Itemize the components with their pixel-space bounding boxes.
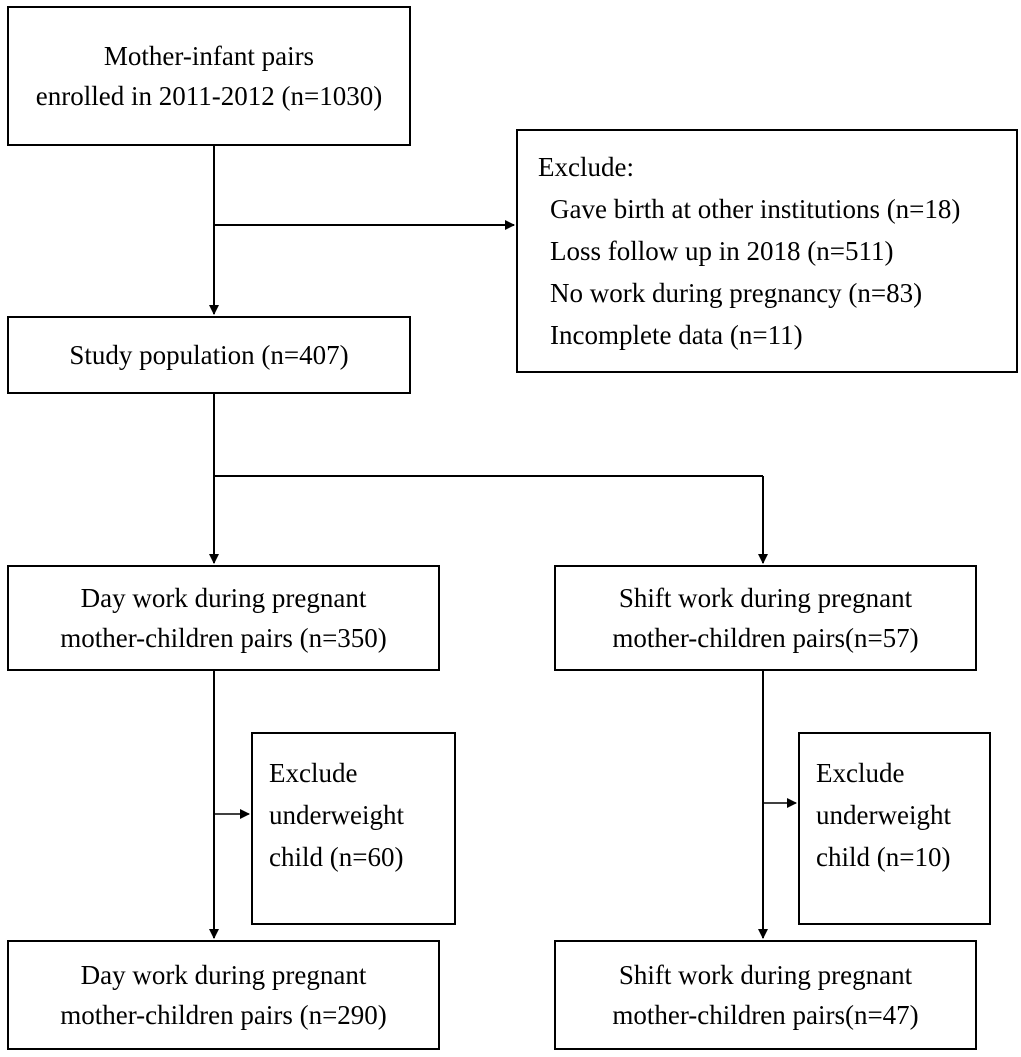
box-day-work-line-2: mother-children pairs (n=350) [60,623,387,653]
box-enrolled-line-1: Mother-infant pairs [103,41,315,71]
box-shift-work: Shift work during pregnant mother-childr… [554,565,977,671]
box-study-population: Study population (n=407) [7,316,411,394]
box-day-final-line-1: Day work during pregnant [80,960,367,990]
exclude-day-line-1: Exclude [269,758,358,788]
exclusion-heading: Exclude: [538,152,634,182]
box-day-work-final: Day work during pregnant mother-children… [7,940,440,1050]
box-shift-work-final: Shift work during pregnant mother-childr… [554,940,977,1050]
box-enrolled-line-2: enrolled in 2011-2012 (n=1030) [35,81,383,111]
box-study-population-label: Study population (n=407) [69,340,349,370]
exclude-day-line-2: underweight [269,800,404,830]
exclusion-item-other-institutions: Gave birth at other institutions (n=18) [550,194,961,224]
box-shift-final-line-2: mother-children pairs(n=47) [612,1000,919,1030]
box-day-work: Day work during pregnant mother-children… [7,565,440,671]
exclude-day-line-3: child (n=60) [269,842,404,872]
box-day-final-line-2: mother-children pairs (n=290) [60,1000,387,1030]
box-enrolled: Mother-infant pairs enrolled in 2011-201… [7,6,411,146]
box-exclusion-criteria: Exclude: Gave birth at other institution… [516,129,1018,373]
exclude-shift-line-1: Exclude [816,758,905,788]
exclude-shift-line-3: child (n=10) [816,842,951,872]
box-shift-work-line-1: Shift work during pregnant [618,583,913,613]
exclusion-item-incomplete-data: Incomplete data (n=11) [550,320,803,350]
box-exclude-underweight-shift: Exclude underweight child (n=10) [798,732,991,925]
box-exclude-underweight-day: Exclude underweight child (n=60) [251,732,456,925]
exclusion-item-no-work: No work during pregnancy (n=83) [550,278,923,308]
box-day-work-line-1: Day work during pregnant [80,583,367,613]
box-shift-work-line-2: mother-children pairs(n=57) [612,623,919,653]
exclude-shift-line-2: underweight [816,800,951,830]
exclusion-item-loss-follow-up: Loss follow up in 2018 (n=511) [550,236,894,266]
box-shift-final-line-1: Shift work during pregnant [618,960,913,990]
